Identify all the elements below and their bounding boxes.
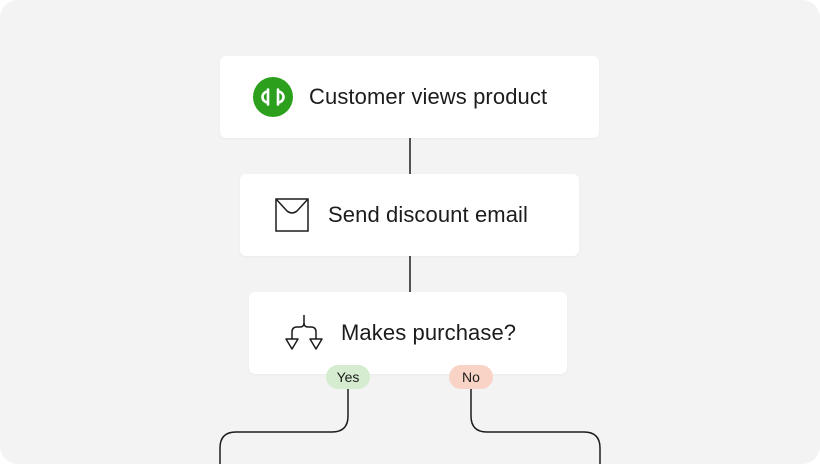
connector-no-branch xyxy=(470,388,601,464)
branch-no-badge[interactable]: No xyxy=(449,365,493,389)
connector-yes-branch xyxy=(219,388,349,464)
step-label: Customer views product xyxy=(309,84,548,109)
step-label: Send discount email xyxy=(328,202,529,227)
step-customer-views-product[interactable]: Customer views product xyxy=(220,56,599,138)
step-send-discount-email[interactable]: Send discount email xyxy=(240,174,579,256)
quickbooks-logo-icon xyxy=(253,77,293,117)
branch-split-icon xyxy=(283,313,325,353)
step-label: Makes purchase? xyxy=(341,320,517,345)
envelope-icon xyxy=(275,198,309,232)
step-makes-purchase-condition[interactable]: Makes purchase? xyxy=(249,292,567,374)
branch-yes-badge[interactable]: Yes xyxy=(326,365,370,389)
